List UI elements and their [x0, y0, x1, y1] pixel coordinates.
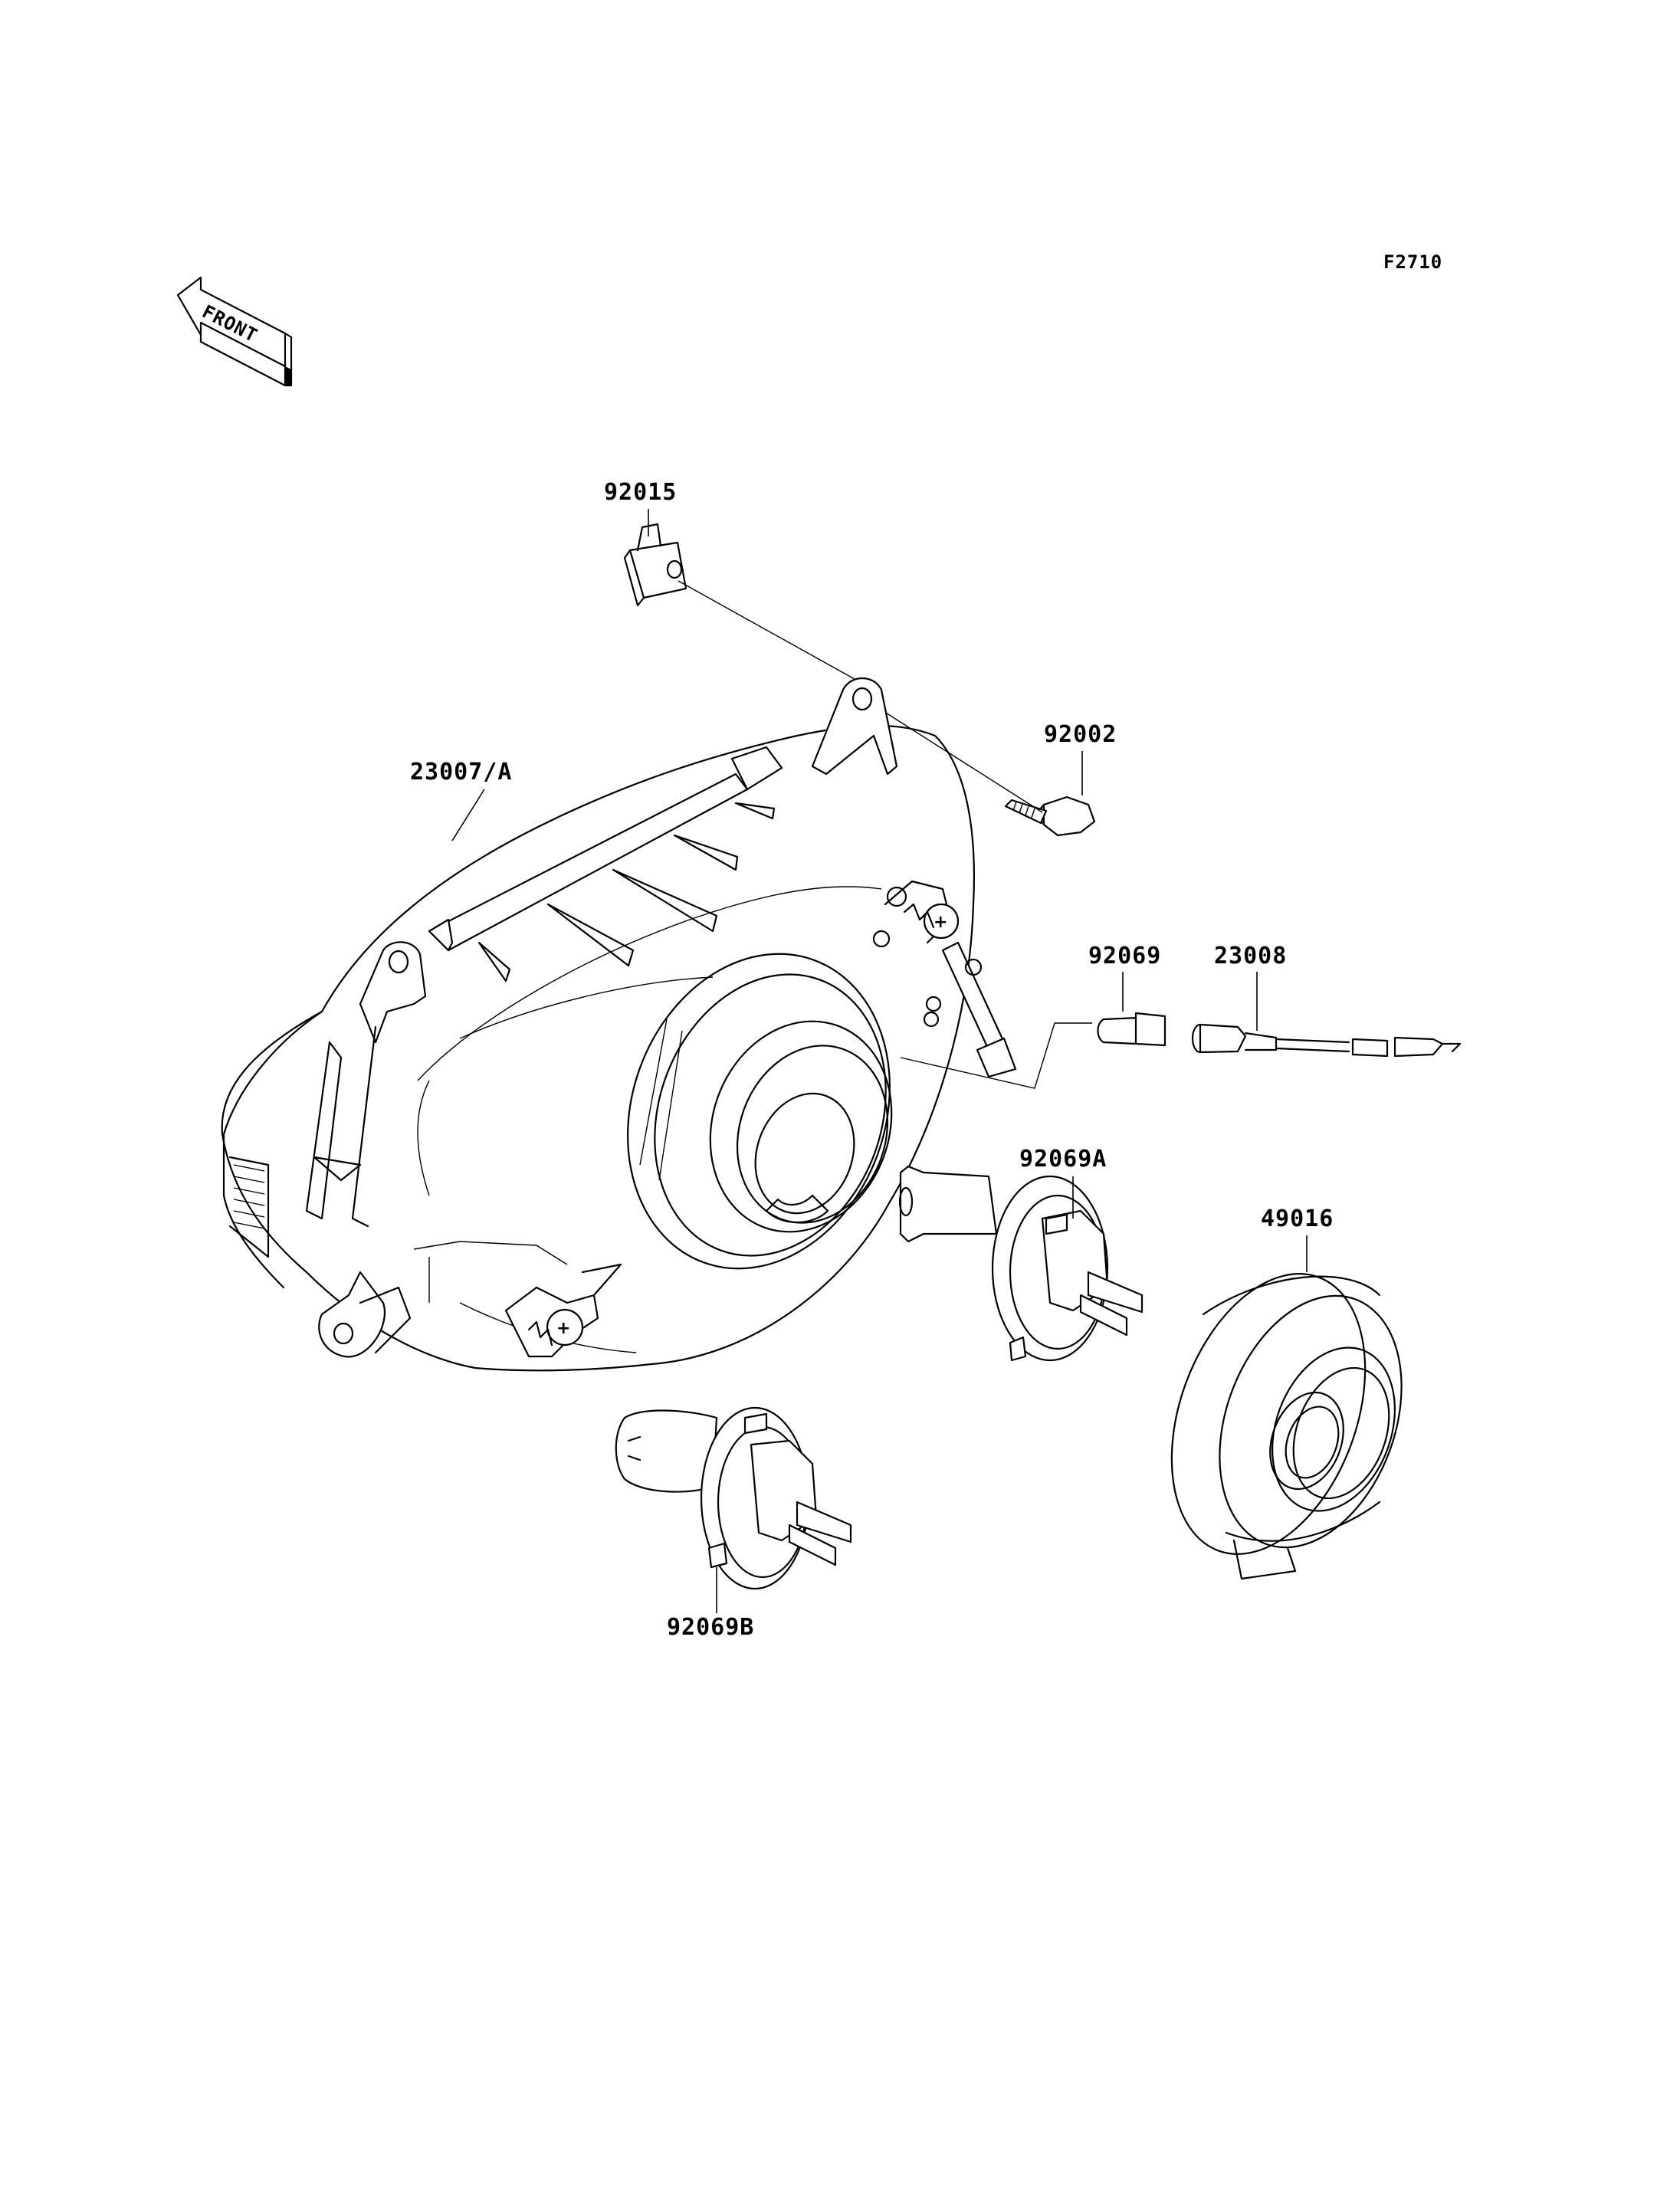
- label-23008: 23008: [1214, 943, 1287, 969]
- alignment-line-bolt: [873, 704, 1043, 813]
- bolt-92002: [1004, 795, 1096, 837]
- headlight-housing-23007A: + +: [221, 677, 1017, 1372]
- front-direction-arrow: FRONT: [176, 276, 293, 387]
- leader-23007A: [451, 789, 485, 841]
- svg-text:+: +: [934, 913, 947, 932]
- alignment-line-92069: [900, 1022, 1092, 1089]
- label-92069: 92069: [1088, 943, 1161, 969]
- socket-23008: [1191, 1023, 1462, 1058]
- projector-lens-49016: [1170, 1273, 1403, 1580]
- svg-text:+: +: [556, 1319, 570, 1338]
- label-92069A: 92069A: [1019, 1146, 1107, 1173]
- bulb-92069: [1097, 1012, 1166, 1047]
- clip-nut-92015: [623, 523, 687, 607]
- label-92015: 92015: [604, 479, 677, 506]
- bulb-92069A: [898, 1165, 1144, 1362]
- label-92069B: 92069B: [667, 1614, 754, 1641]
- bulb-92069B: [615, 1406, 852, 1590]
- figure-code: F2710: [1383, 251, 1442, 273]
- alignment-line-clip: [678, 580, 861, 683]
- label-49016: 49016: [1261, 1205, 1334, 1232]
- label-23007A: 23007/A: [410, 759, 512, 786]
- label-92002: 92002: [1044, 721, 1117, 748]
